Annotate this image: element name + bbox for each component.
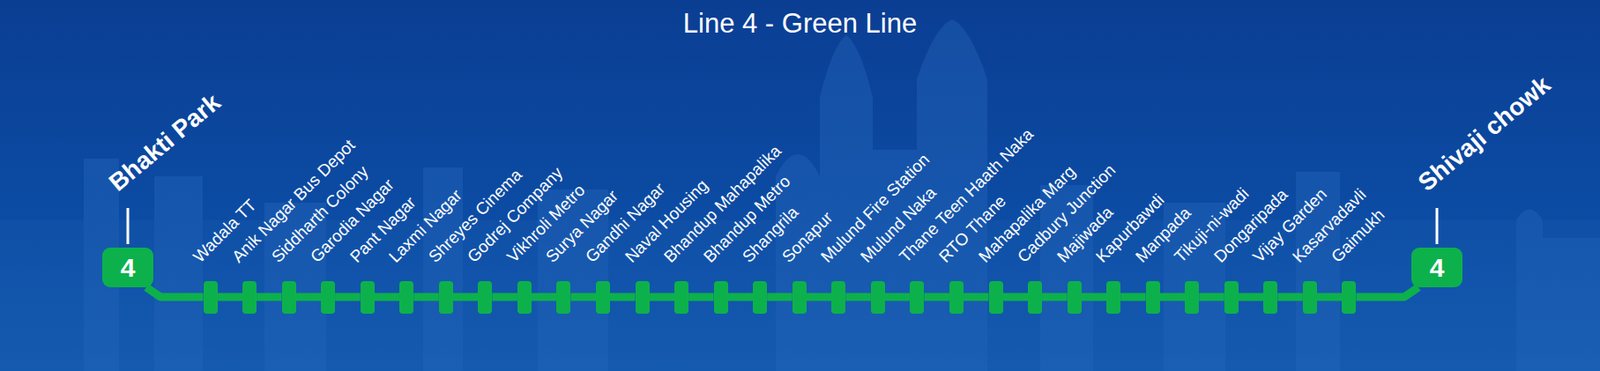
station-marker: Gaimukh	[1341, 281, 1356, 314]
building	[1533, 238, 1600, 371]
terminal-badge: Bhakti Park4	[102, 247, 154, 288]
station-marker: Anik Nagar Bus Depot	[242, 281, 257, 314]
track-segment	[806, 293, 833, 302]
station-marker: Vikhroli Metro	[517, 281, 532, 314]
track-segment	[146, 287, 204, 298]
terminal-badge: Shivaji chowk4	[1411, 247, 1463, 288]
track-segment	[217, 293, 244, 302]
track-segment	[1277, 293, 1303, 302]
track-segment	[296, 293, 322, 302]
track-segment	[963, 293, 990, 302]
station-marker: Shangrila	[752, 281, 767, 314]
terminal-name: Bhakti Park	[104, 89, 225, 196]
station-marker: Sonapur	[792, 281, 807, 314]
track-segment	[766, 293, 793, 302]
station-marker: Cadbury Junction	[1027, 281, 1042, 314]
station-marker: Pant Nagar	[360, 281, 375, 314]
track-segment	[1041, 293, 1068, 302]
track-segment	[256, 293, 283, 302]
track-segment	[1160, 293, 1186, 302]
line-number: 4	[120, 254, 136, 282]
terminal-name: Shivaji chowk	[1413, 72, 1556, 196]
track-segment	[688, 293, 715, 302]
station-marker: Mulund Fire Station	[831, 281, 846, 314]
track-segment	[1198, 293, 1225, 302]
track-segment	[491, 293, 518, 302]
station-marker: Shreyes Cinema	[439, 281, 454, 314]
track-segment	[885, 293, 911, 302]
track-segment	[374, 293, 401, 302]
track-segment	[1081, 293, 1108, 302]
station-marker: Dongaripada	[1224, 281, 1239, 314]
track-segment	[570, 293, 596, 302]
track-segment	[1003, 293, 1029, 302]
station-marker: Bhandup Metro	[714, 281, 729, 314]
track-segment	[1238, 293, 1265, 302]
station-marker: Naval Housing	[635, 281, 650, 314]
station-marker: Laxmi Nagar	[399, 281, 414, 314]
track-segment	[845, 293, 871, 302]
station-marker: Bhandup Mahapalika	[674, 281, 689, 314]
station-marker: Mahapalika Marg	[989, 281, 1004, 314]
line-number: 4	[1429, 254, 1445, 282]
station-marker: Siddharth Colony	[282, 281, 297, 314]
station-marker: Manpada	[1146, 281, 1161, 314]
track-segment	[453, 293, 479, 302]
track-segment	[1120, 293, 1147, 302]
track-segment	[923, 293, 950, 302]
station-name: Kapurbawdi	[1093, 190, 1168, 265]
station-marker: Kasarvadavli	[1302, 281, 1318, 314]
tower	[819, 35, 873, 371]
track-segment	[1317, 293, 1343, 302]
track-segment	[334, 293, 361, 302]
station-marker: Godrej Company	[477, 281, 492, 314]
station-marker: Tikuji-ni-wadi	[1184, 281, 1199, 314]
station-marker: Kapurbawdi	[1106, 281, 1121, 314]
track-segment	[728, 293, 754, 302]
station-marker: Majiwada	[1067, 281, 1082, 314]
track-segment	[1355, 287, 1419, 298]
station-marker: Garodia Nagar	[320, 281, 335, 314]
diagram-title: Line 4 - Green Line	[0, 8, 1600, 39]
leader-line	[1436, 208, 1439, 245]
station-marker: Surya Nagar	[556, 281, 571, 314]
track-segment	[649, 293, 676, 302]
building	[154, 176, 203, 371]
skyline-silhouette	[0, 19, 1600, 371]
station-marker: Thane Teen Haath Naka	[909, 281, 924, 314]
track-segment	[531, 293, 558, 302]
station-marker: Mulund Naka	[870, 281, 886, 314]
station-marker: RTO Thane	[949, 281, 964, 314]
track-segment	[610, 293, 636, 302]
track-segment	[413, 293, 440, 302]
station-marker: Vijay Garden	[1263, 281, 1278, 314]
station-marker: Wadala TT	[203, 281, 218, 314]
station-marker: Gandhi Nagar	[595, 281, 611, 314]
leader-line	[126, 208, 130, 245]
